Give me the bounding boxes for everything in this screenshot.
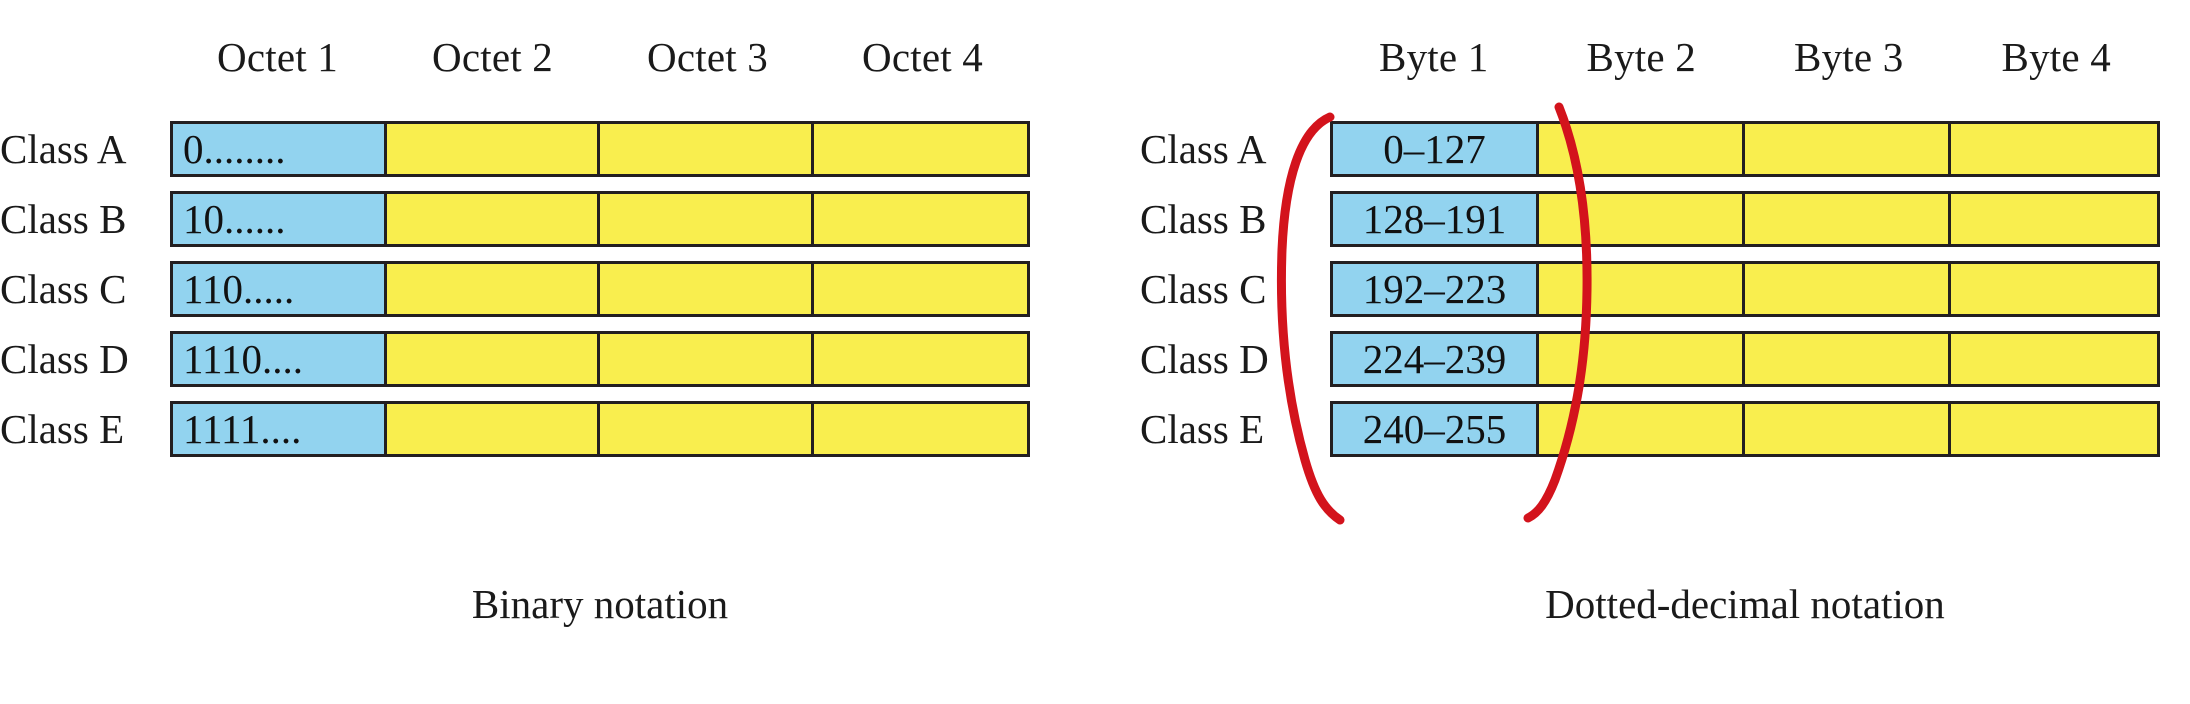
decimal-cell-byte-4 bbox=[1951, 404, 2157, 454]
decimal-row-cells-class-c: 192–223 bbox=[1330, 261, 2160, 317]
decimal-cell-value: 0–127 bbox=[1383, 126, 1486, 172]
table-row: Class B 10...... bbox=[0, 190, 1030, 248]
decimal-cell-byte-1: 0–127 bbox=[1333, 124, 1539, 174]
row-label-class-c: Class C bbox=[1140, 266, 1267, 312]
binary-cell-value: 1110.... bbox=[183, 336, 303, 382]
binary-column-header-octet-4: Octet 4 bbox=[862, 34, 983, 80]
decimal-column-header-byte-1: Byte 1 bbox=[1379, 34, 1489, 80]
binary-cell-octet-3 bbox=[600, 404, 814, 454]
decimal-cell-byte-4 bbox=[1951, 334, 2157, 384]
table-row: Class D 224–239 bbox=[1140, 330, 2160, 388]
decimal-cell-byte-1: 128–191 bbox=[1333, 194, 1539, 244]
table-row: Class E 1111.... bbox=[0, 400, 1030, 458]
decimal-cell-byte-1: 224–239 bbox=[1333, 334, 1539, 384]
decimal-cell-byte-2 bbox=[1539, 264, 1745, 314]
binary-cell-value: 10...... bbox=[183, 196, 286, 242]
decimal-cell-byte-4 bbox=[1951, 124, 2157, 174]
table-row: Class A 0–127 bbox=[1140, 120, 2160, 178]
binary-column-header-row: Octet 1 Octet 2 Octet 3 Octet 4 bbox=[170, 28, 1030, 80]
row-label-class-a: Class A bbox=[1140, 126, 1267, 172]
row-label-class-b: Class B bbox=[1140, 196, 1267, 242]
binary-column-header-octet-2: Octet 2 bbox=[432, 34, 553, 80]
binary-cell-octet-4 bbox=[813, 124, 1027, 174]
row-label-class-e: Class E bbox=[0, 406, 125, 452]
table-row: Class B 128–191 bbox=[1140, 190, 2160, 248]
binary-cell-octet-1: 10...... bbox=[173, 194, 387, 244]
decimal-row-cells-class-e: 240–255 bbox=[1330, 401, 2160, 457]
binary-column-header-octet-3: Octet 3 bbox=[647, 34, 768, 80]
binary-cell-octet-3 bbox=[600, 264, 814, 314]
binary-cell-value: 110..... bbox=[183, 266, 295, 312]
decimal-cell-byte-3 bbox=[1745, 334, 1951, 384]
binary-cell-octet-2 bbox=[386, 194, 600, 244]
binary-cell-octet-1: 0........ bbox=[173, 124, 387, 174]
binary-cell-octet-4 bbox=[813, 264, 1027, 314]
decimal-cell-byte-2 bbox=[1539, 404, 1745, 454]
binary-notation-panel: Octet 1 Octet 2 Octet 3 Octet 4 Class A … bbox=[0, 0, 1090, 704]
table-row: Class C 192–223 bbox=[1140, 260, 2160, 318]
decimal-cell-byte-2 bbox=[1539, 194, 1745, 244]
decimal-cell-value: 224–239 bbox=[1362, 336, 1507, 382]
binary-row-cells-class-e: 1111.... bbox=[170, 401, 1030, 457]
decimal-cell-byte-2 bbox=[1539, 124, 1745, 174]
binary-cell-octet-3 bbox=[600, 334, 814, 384]
decimal-cell-byte-4 bbox=[1951, 194, 2157, 244]
decimal-cell-byte-1: 192–223 bbox=[1333, 264, 1539, 314]
binary-cell-octet-1: 110..... bbox=[173, 264, 387, 314]
decimal-cell-value: 240–255 bbox=[1362, 406, 1507, 452]
decimal-cell-byte-3 bbox=[1745, 124, 1951, 174]
binary-rows: Class A 0........ Cl bbox=[0, 120, 1030, 458]
binary-row-cells-class-a: 0........ bbox=[170, 121, 1030, 177]
decimal-row-cells-class-a: 0–127 bbox=[1330, 121, 2160, 177]
row-label-class-b: Class B bbox=[0, 196, 127, 242]
decimal-column-header-row: Byte 1 Byte 2 Byte 3 Byte 4 bbox=[1330, 28, 2160, 80]
decimal-column-header-byte-2: Byte 2 bbox=[1586, 34, 1696, 80]
binary-row-cells-class-d: 1110.... bbox=[170, 331, 1030, 387]
row-label-class-a: Class A bbox=[0, 126, 127, 172]
decimal-cell-byte-1: 240–255 bbox=[1333, 404, 1539, 454]
binary-cell-octet-2 bbox=[386, 404, 600, 454]
row-label-class-d: Class D bbox=[0, 336, 129, 382]
table-row: Class A 0........ bbox=[0, 120, 1030, 178]
decimal-column-header-byte-4: Byte 4 bbox=[2001, 34, 2111, 80]
binary-cell-octet-4 bbox=[813, 194, 1027, 244]
decimal-cell-byte-3 bbox=[1745, 404, 1951, 454]
binary-cell-octet-4 bbox=[813, 404, 1027, 454]
dotted-decimal-notation-caption: Dotted-decimal notation bbox=[1545, 581, 1945, 627]
binary-cell-value: 0........ bbox=[183, 126, 286, 172]
table-row: Class D 1110.... bbox=[0, 330, 1030, 388]
table-row: Class C 110..... bbox=[0, 260, 1030, 318]
decimal-cell-byte-4 bbox=[1951, 264, 2157, 314]
binary-cell-octet-4 bbox=[813, 334, 1027, 384]
binary-cell-octet-1: 1110.... bbox=[173, 334, 387, 384]
decimal-row-cells-class-b: 128–191 bbox=[1330, 191, 2160, 247]
decimal-rows: Class A 0–127 Class B 128–19 bbox=[1140, 120, 2160, 458]
table-row: Class E 240–255 bbox=[1140, 400, 2160, 458]
binary-row-cells-class-b: 10...... bbox=[170, 191, 1030, 247]
binary-cell-octet-2 bbox=[386, 264, 600, 314]
binary-cell-octet-3 bbox=[600, 124, 814, 174]
binary-row-cells-class-c: 110..... bbox=[170, 261, 1030, 317]
binary-column-header-octet-1: Octet 1 bbox=[217, 34, 338, 80]
decimal-cell-byte-2 bbox=[1539, 334, 1745, 384]
binary-cell-value: 1111.... bbox=[183, 406, 302, 452]
binary-cell-octet-2 bbox=[386, 124, 600, 174]
decimal-column-header-byte-3: Byte 3 bbox=[1794, 34, 1904, 80]
binary-cell-octet-3 bbox=[600, 194, 814, 244]
row-label-class-e: Class E bbox=[1140, 406, 1265, 452]
binary-cell-octet-2 bbox=[386, 334, 600, 384]
decimal-cell-value: 128–191 bbox=[1362, 196, 1507, 242]
row-label-class-d: Class D bbox=[1140, 336, 1269, 382]
decimal-cell-byte-3 bbox=[1745, 194, 1951, 244]
binary-cell-octet-1: 1111.... bbox=[173, 404, 387, 454]
row-label-class-c: Class C bbox=[0, 266, 127, 312]
decimal-cell-value: 192–223 bbox=[1362, 266, 1507, 312]
binary-notation-caption: Binary notation bbox=[471, 581, 729, 627]
decimal-row-cells-class-d: 224–239 bbox=[1330, 331, 2160, 387]
decimal-cell-byte-3 bbox=[1745, 264, 1951, 314]
